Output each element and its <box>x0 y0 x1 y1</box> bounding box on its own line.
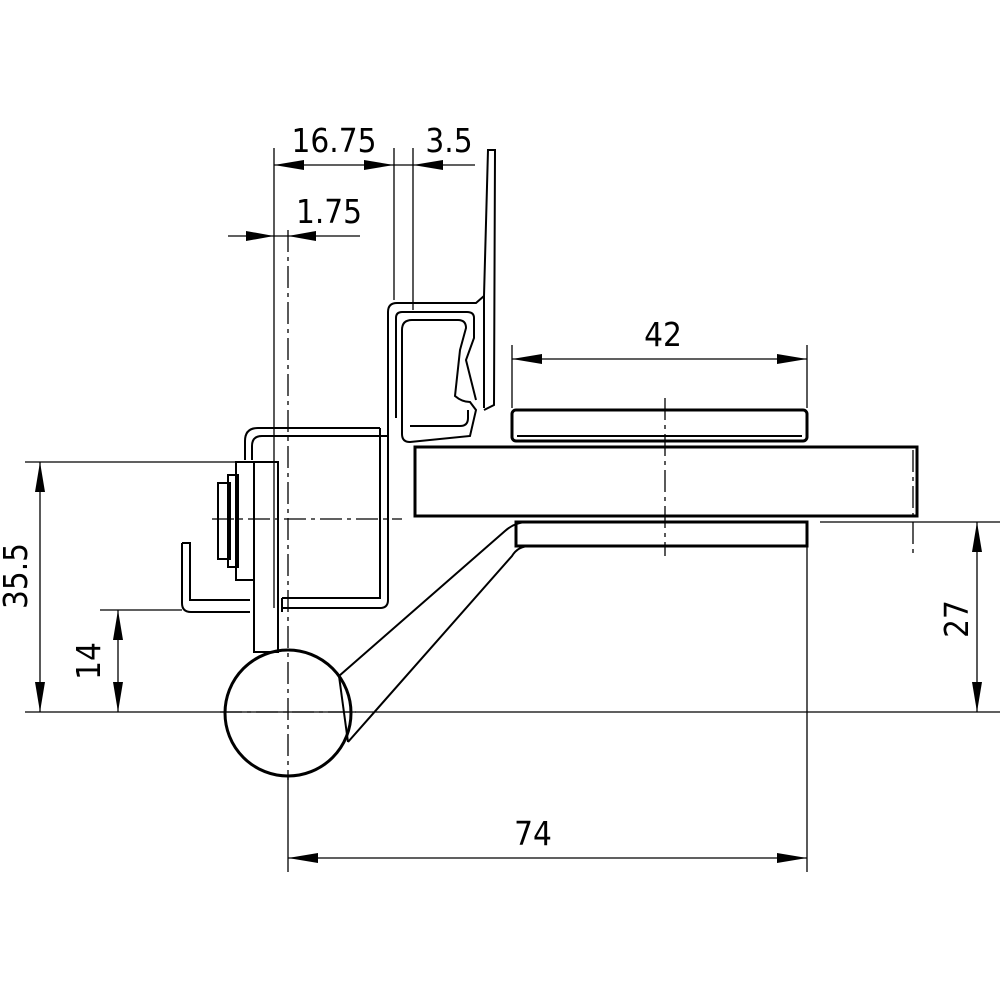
centerlines <box>212 230 914 780</box>
extension-lines <box>25 148 1000 872</box>
dimension-27-line <box>972 522 982 712</box>
dimension-16-75-label: 16.75 <box>292 121 377 160</box>
dimension-35-5-line <box>35 462 45 712</box>
dimension-42-label: 42 <box>644 315 682 354</box>
clip-profile <box>387 149 497 444</box>
dimension-3-5-label: 3.5 <box>425 121 472 160</box>
dimension-27-label: 27 <box>937 600 976 638</box>
wall-bracket <box>181 418 389 613</box>
mounting-bar <box>217 461 279 653</box>
dimension-16-75-line <box>274 160 394 170</box>
dimension-74-label: 74 <box>514 814 552 853</box>
dimension-3-5-line <box>394 160 475 170</box>
glass-panel <box>413 445 919 518</box>
dimension-14-label: 14 <box>69 642 108 680</box>
hinge-arm <box>338 521 807 743</box>
lower-clamp-pad <box>514 520 809 548</box>
upper-clamp-pad <box>510 408 809 443</box>
dimension-14-line <box>113 610 123 712</box>
dimension-74-line <box>288 853 807 863</box>
dimension-1-75-line <box>228 231 360 241</box>
dimension-42-line <box>512 354 807 364</box>
dimension-35-5-label: 35.5 <box>0 543 35 609</box>
dimension-1-75-label: 1.75 <box>296 192 362 231</box>
